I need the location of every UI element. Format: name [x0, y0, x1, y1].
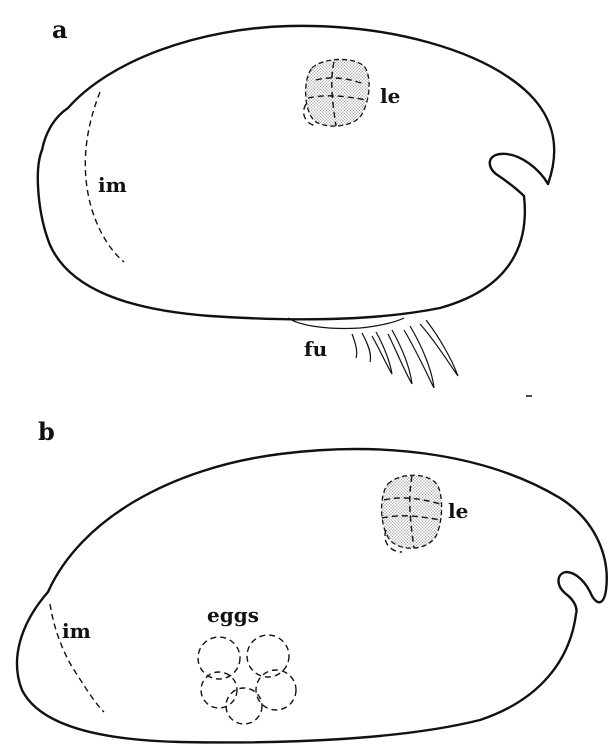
lateral-eye-b — [382, 475, 442, 552]
panel-a: a im le fu — [38, 15, 554, 388]
le-label-a: le — [380, 84, 400, 108]
lateral-eye-a — [304, 59, 369, 126]
eggs-b — [198, 635, 296, 724]
panel-b: b im le eggs — [17, 417, 607, 742]
eggs-label-b: eggs — [207, 603, 259, 627]
im-label-b: im — [62, 619, 91, 643]
im-label-a: im — [98, 173, 127, 197]
le-label-b: le — [448, 499, 468, 523]
panel-label-a: a — [52, 15, 68, 44]
carapace-outline-b — [17, 449, 607, 742]
fu-label-a: fu — [304, 337, 327, 361]
panel-label-b: b — [38, 417, 55, 446]
